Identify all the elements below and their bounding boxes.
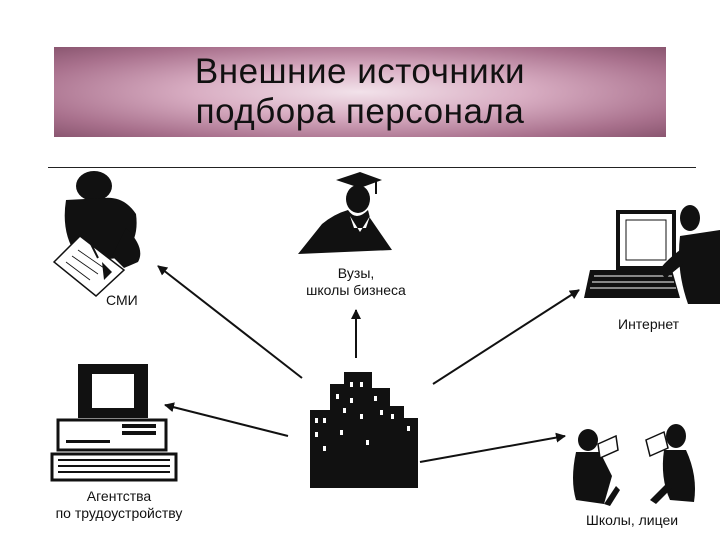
label-agencies-line-1: Агентства xyxy=(86,488,152,504)
label-universities-line-2: школы бизнеса xyxy=(306,282,406,298)
arrow-to-agencies xyxy=(164,402,289,437)
computer-user-icon xyxy=(584,205,720,304)
title-line-1: Внешние источники xyxy=(194,52,526,91)
label-media: СМИ xyxy=(106,292,138,308)
arrow-to-internet xyxy=(432,289,580,385)
arrow-to-schools xyxy=(419,432,566,463)
label-agencies-line-2: по трудоустройству xyxy=(55,505,183,521)
person-writing-icon xyxy=(52,171,141,297)
divider-line xyxy=(48,167,696,168)
label-schools: Школы, лицеи xyxy=(586,512,679,528)
city-buildings-icon xyxy=(310,372,418,488)
arrow-to-media xyxy=(157,265,303,379)
title-banner: Внешние источники подбора персонала xyxy=(54,47,666,137)
computer-icon xyxy=(50,364,178,482)
label-internet: Интернет xyxy=(618,316,680,332)
title-line-2: подбора персонала xyxy=(195,92,525,131)
children-reading-icon xyxy=(573,424,695,506)
label-universities-line-1: Вузы, xyxy=(337,265,375,281)
label-universities: Вузы, школы бизнеса xyxy=(290,265,422,299)
graduate-icon xyxy=(298,172,392,254)
label-agencies: Агентства по трудоустройству xyxy=(44,488,194,522)
